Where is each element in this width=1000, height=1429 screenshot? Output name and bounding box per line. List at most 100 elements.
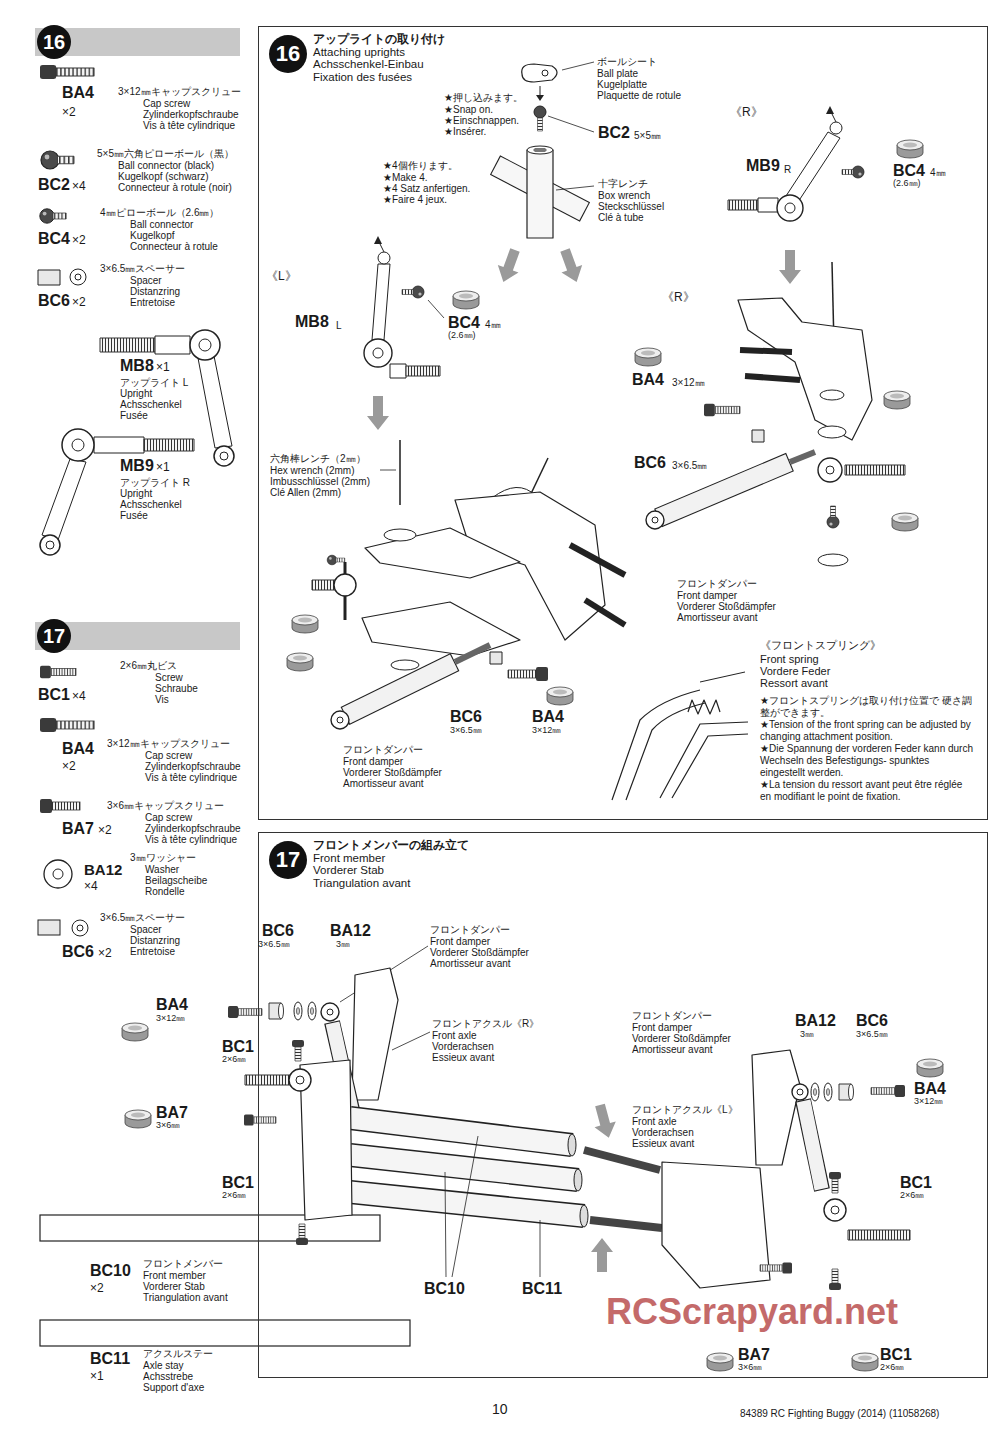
part-description: 2×6㎜ [222,1055,246,1065]
part-code: BC6 [62,943,94,961]
part-description: Front damper [677,590,737,601]
part-description: 10 [492,1402,508,1417]
part-description: R [784,164,791,175]
part-description: ×2 [72,234,86,247]
part-description: Connecteur à rotule [130,241,218,252]
part-description: ★Einschnappen. [444,115,519,126]
part-description: Box wrench [598,190,650,201]
part-description: (2.6㎜) [893,179,921,189]
part-description: Entretoise [130,297,175,308]
part-code: BC10 [90,1262,131,1280]
part-code: MB8 [295,313,329,331]
part-description: ★La tension du ressort avant peut être r… [760,779,974,803]
part-description: Ball plate [597,68,638,79]
part-code: BC6 [450,708,482,726]
part-description: 3×12㎜キャップスクリュー [107,738,230,749]
step-heading: Achsschenkel-Einbau [313,58,445,71]
part-description: Front damper [632,1022,692,1033]
part-description: ★Snap on. [444,104,493,115]
part-description: ★Die Spannung der vorderen Feder kann du… [760,743,974,779]
part-code: MB9 [746,157,780,175]
part-description: Vordere Feder [760,665,830,677]
part-code: BA4 [914,1080,946,1098]
part-description: 3㎜ワッシャー [130,852,196,863]
part-description: Upright [120,388,152,399]
part-description: Entretoise [130,946,175,957]
part-description: 3×12㎜ [672,377,705,388]
part-description: フロントダンパー [677,578,757,589]
part-description: 3㎜ [336,940,350,950]
part-description: Spacer [130,924,162,935]
part-code: BC1 [38,686,70,704]
part-description: Beilagscheibe [145,875,207,886]
part-code: BA4 [62,84,94,102]
part-code: BC1 [222,1174,254,1192]
step-17-drawing [122,946,943,1371]
part-description: アップライト L [120,377,188,388]
part-description: 3×6.5㎜ [856,1030,888,1040]
part-description: Kugelplatte [597,79,647,90]
part-description: Upright [120,488,152,499]
part-code: BC6 [262,922,294,940]
part-description: ★フロントスプリングは取り付け位置で 硬さ調整ができます。 [760,695,974,719]
part-description: 3×12㎜キャップスクリュー [118,86,241,97]
part-description: 2×6㎜ [900,1191,924,1201]
part-code: BA4 [632,371,664,389]
part-description: Imbusschlüssel (2mm) [270,476,370,487]
part-description: ★Faire 4 jeux. [383,194,447,205]
step-number: 16 [43,32,65,52]
part-description: Kugelkopf (schwarz) [118,171,209,182]
part-description: Vis à tête cylindrique [143,120,235,131]
part-description: Cap screw [145,812,192,823]
watermark: RCScrapyard.net [606,1292,898,1332]
part-description: 十字レンチ [598,178,648,189]
part-code: BA7 [738,1346,770,1364]
part-description: Vis à tête cylindrique [145,834,237,845]
part-description: 2×6㎜ [880,1363,904,1373]
part-description: 3×6.5㎜スペーサー [100,912,185,923]
part-description: Amortisseur avant [632,1044,713,1055]
part-code: BA7 [156,1104,188,1122]
part-code: BA4 [62,740,94,758]
part-code: BA4 [532,708,564,726]
part-description: 5×5㎜六角ピローボール（黒） [97,148,234,159]
part-description: L [336,320,342,331]
part-description: Hex wrench (2mm) [270,465,354,476]
part-description: Amortisseur avant [677,612,758,623]
step-16-drawing [287,62,923,800]
part-description: ×2 [62,760,76,773]
step-heading: Attaching uprights [313,46,445,59]
part-description: 3×6.5㎜スペーサー [100,263,185,274]
part-description: Fusée [120,410,148,421]
parts-icons [38,65,234,555]
part-description: 4㎜ピローボール（2.6㎜） [100,207,219,218]
part-code: BA4 [156,996,188,1014]
step-badge: 17 [37,619,71,653]
part-description: Essieux avant [632,1138,694,1149]
part-description: ★4 Satz anfertigen. [383,183,470,194]
part-code: MB8 [120,357,154,375]
part-description: Front axle [632,1116,676,1127]
part-description: 2×6㎜ [222,1191,246,1201]
step-badge: 17 [269,841,307,879]
part-code: BC1 [880,1346,912,1364]
step-badge: 16 [269,35,307,73]
part-code: BA12 [795,1012,836,1030]
part-description: Zylinderkopfschraube [143,109,239,120]
part-description: フロントメンバー [143,1258,223,1269]
part-description: 4㎜ [930,167,946,178]
part-description: Zylinderkopfschraube [145,823,241,834]
part-description: アップライト R [120,477,190,488]
step-number: 17 [43,626,65,646]
part-code: BC6 [38,292,70,310]
part-description: フロントダンパー [632,1010,712,1021]
part-code: BC4 [893,162,925,180]
part-code: BA12 [330,922,371,940]
part-description: フロントアクスル《L》 [632,1104,738,1115]
part-description: アクスルステー [143,1348,213,1359]
part-description: Clé Allen (2mm) [270,487,341,498]
part-description: Vorderer Stoßdämpfer [677,601,776,612]
part-description: Amortisseur avant [430,958,511,969]
part-description: Schraube [155,683,198,694]
part-description: ×2 [98,947,112,960]
